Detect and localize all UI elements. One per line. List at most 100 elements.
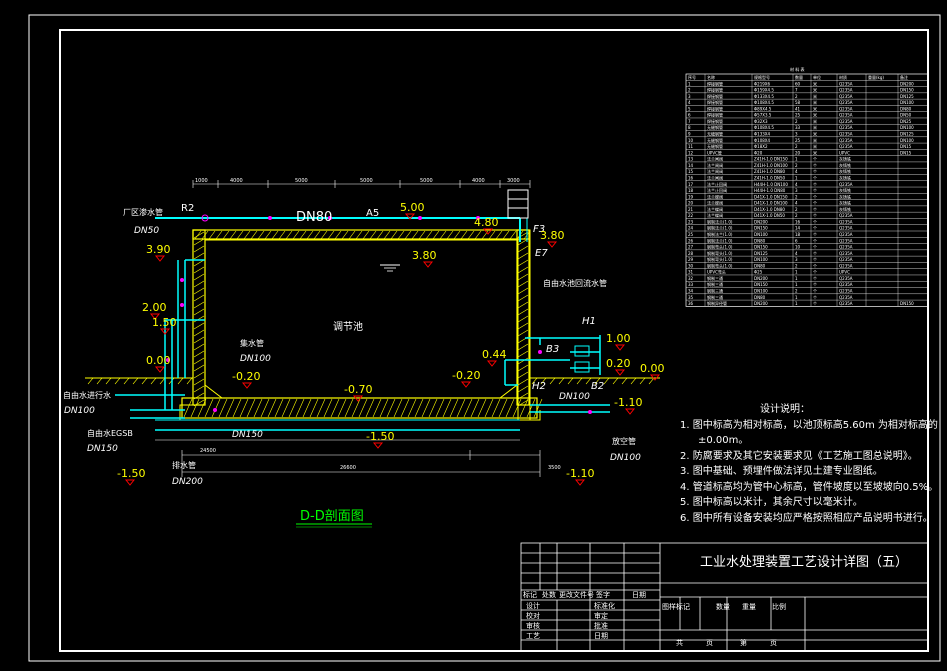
elev-5-00: 5.00 <box>400 201 425 214</box>
parts-cell: 法兰蝶阀 <box>707 212 723 218</box>
parts-cell: 米 <box>813 93 817 99</box>
rev-label-2: 更改文件号 <box>559 590 594 599</box>
parts-cell: 个 <box>813 301 817 306</box>
parts-cell: 60 <box>795 81 801 86</box>
parts-cell: 2 <box>795 144 798 149</box>
parts-cell: 1 <box>795 270 798 275</box>
parts-cell: 4 <box>795 169 798 174</box>
parts-cell: 法兰止回阀 <box>707 187 727 193</box>
parts-cell: Φ57X3.5 <box>754 113 772 118</box>
parts-cell: 无缝钢管 <box>707 131 723 137</box>
label-dn50: DN50 <box>134 226 159 236</box>
label-f3: F3 <box>533 224 545 235</box>
elev-neg-1-50: -1.50 <box>366 430 394 443</box>
parts-cell: 20 <box>795 150 801 155</box>
parts-cell: 33 <box>795 125 801 130</box>
parts-cell: Q235A <box>839 226 853 231</box>
note-item: 5. 图中标高以米计，其余尺寸以毫米计。 <box>680 497 863 508</box>
parts-cell: Q235A <box>839 138 853 143</box>
dim-top-1: 4000 <box>230 178 243 184</box>
parts-cell: 1 <box>795 282 798 287</box>
parts-cell: 16 <box>795 219 801 224</box>
parts-cell: 29 <box>688 257 694 262</box>
parts-cell: Φ25 <box>754 270 763 275</box>
parts-cell: 焊接钢管 <box>707 105 723 111</box>
parts-cell: 钢制弯头(1.0) <box>707 256 733 262</box>
parts-cell: 米 <box>813 149 817 155</box>
parts-cell: 4 <box>795 251 798 256</box>
parts-cell: 4 <box>688 100 691 105</box>
label-h2: H2 <box>532 381 546 392</box>
pump-h1-icon <box>574 345 590 357</box>
parts-cell: 1 <box>795 301 798 306</box>
parts-cell: 米 <box>813 112 817 118</box>
tank-section <box>85 229 660 421</box>
parts-cell: 32 <box>688 276 694 281</box>
parts-cell: 个 <box>813 263 817 268</box>
parts-cell: 无缝钢管 <box>707 137 723 143</box>
parts-cell: 个 <box>813 157 817 162</box>
parts-cell: 钢制三通 <box>707 288 723 294</box>
parts-cell: 个 <box>813 226 817 231</box>
parts-cell: 2 <box>795 194 798 199</box>
parts-cell: 个 <box>813 251 817 256</box>
dim-top-4: 5000 <box>420 178 433 184</box>
parts-cell: 31 <box>688 270 694 275</box>
parts-cell: 19 <box>688 194 694 199</box>
parts-cell: 法兰蝶阀 <box>707 200 723 206</box>
elev-neg-1-10: -1.10 <box>614 396 642 409</box>
drawing-title: 工业水处理装置工艺设计详图（五） <box>700 555 908 570</box>
label-dn150-b: DN150 <box>232 430 263 440</box>
parts-cell: 2 <box>795 289 798 294</box>
valve-markers <box>166 278 592 414</box>
design-notes: 设计说明： 1. 图中标高为相对标高，以池顶标高5.60m 为相对标高的±0.0… <box>680 402 938 526</box>
dim-top-6: 3000 <box>507 178 520 184</box>
dim-bottom-total: 26600 <box>340 465 356 471</box>
top-dimension-line <box>192 180 531 188</box>
parts-cell: Q235A <box>839 144 853 149</box>
label-dn100-c: DN100 <box>610 453 641 463</box>
parts-cell: Z41H-1.0 DN50 <box>754 175 786 180</box>
tb-left-label: 工艺 <box>526 632 540 640</box>
parts-cell: 钢制法兰(1.0) <box>707 237 733 243</box>
parts-cell: 3 <box>795 257 798 262</box>
parts-cell: Q235A <box>839 257 853 262</box>
parts-cell: 27 <box>688 245 694 250</box>
parts-cell: 4 <box>795 182 798 187</box>
tb-bottom-label-2: 第 <box>740 638 747 647</box>
parts-cell: Q235A <box>839 282 853 287</box>
elev-neg-0-20: -0.20 <box>232 370 260 383</box>
outer-frame <box>28 14 941 662</box>
parts-cell: 个 <box>813 270 817 275</box>
elev-neg-1-10-b: -1.10 <box>566 467 594 480</box>
parts-cell: 58 <box>795 100 801 105</box>
parts-header-0: 序号 <box>688 74 696 80</box>
parts-cell: 16 <box>688 175 694 180</box>
parts-cell: 米 <box>813 80 817 86</box>
parts-cell: 钢制法兰(1.0) <box>707 225 733 231</box>
parts-cell: 20 <box>688 201 694 206</box>
parts-cell: DN100 <box>900 138 914 143</box>
elev-3-80: 3.80 <box>412 249 437 262</box>
parts-cell: 个 <box>813 182 817 187</box>
parts-cell: Φ133X4 <box>754 132 771 137</box>
parts-cell: 法兰闸阀 <box>707 174 723 180</box>
parts-cell: 钢制三通 <box>707 281 723 287</box>
parts-cell: UPVC弯头 <box>707 269 726 275</box>
parts-cell: 14 <box>688 163 694 168</box>
parts-cell: Φ18X2 <box>754 144 768 149</box>
parts-cell: 14 <box>795 226 801 231</box>
parts-header-4: 单位 <box>813 74 821 80</box>
parts-cell: Φ108X4.5 <box>754 100 774 105</box>
elev-0-44: 0.44 <box>482 348 507 361</box>
parts-cell: 钢制三通 <box>707 294 723 300</box>
rev-label-0: 标记 <box>523 590 537 599</box>
parts-cell: D41X-1.0 DN80 <box>754 207 785 212</box>
parts-cell: D41X-1.0 DN150 <box>754 194 788 199</box>
elev-4-80: 4.80 <box>474 216 499 229</box>
parts-cell: H44H-1.0 DN80 <box>754 188 786 193</box>
parts-header-2: 规格型号 <box>754 74 770 80</box>
parts-cell: Z41H-1.0 DN80 <box>754 169 786 174</box>
label-egsb-pipe: 自由水EGSB <box>87 428 133 438</box>
